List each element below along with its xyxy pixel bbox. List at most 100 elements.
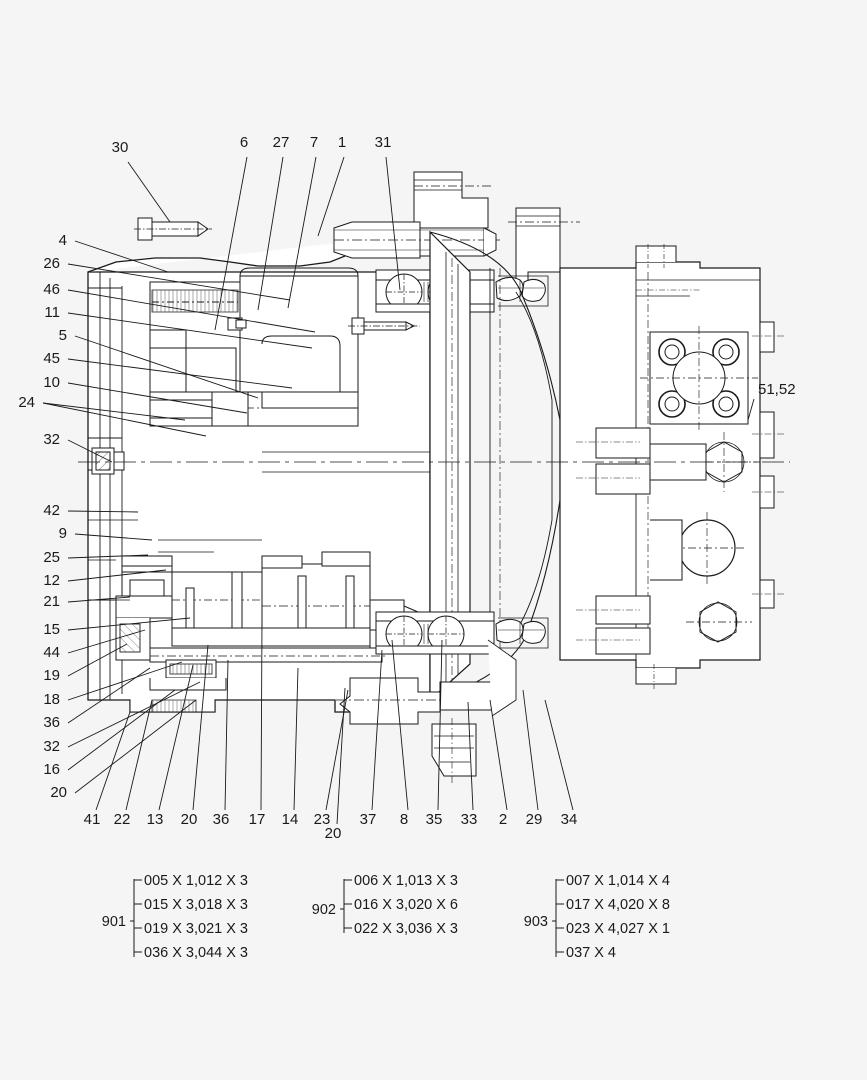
callout-label-46-left-2: 46 bbox=[43, 281, 60, 298]
legend-item-901-0: 005 X 1,012 X 3 bbox=[144, 873, 248, 889]
legend-item-903-3: 037 X 4 bbox=[566, 945, 616, 961]
callout-label-26-left-1: 26 bbox=[43, 255, 60, 272]
callout-leader-34-bottom-15 bbox=[544, 699, 574, 811]
callout-leader-13-bottom-2 bbox=[158, 664, 194, 811]
callout-leader-25-left-11 bbox=[67, 554, 149, 559]
callout-label-20-bottom-3: 20 bbox=[181, 811, 198, 828]
callout-label-9-left-10: 9 bbox=[59, 525, 67, 542]
callout-label-29-bottom-14: 29 bbox=[526, 811, 543, 828]
callout-label-4-left-0: 4 bbox=[59, 232, 67, 249]
legend-group-id-902: 902 bbox=[312, 902, 336, 918]
callout-label-10-left-6: 10 bbox=[43, 374, 60, 391]
hex-port-bottom bbox=[686, 601, 752, 643]
legend: 901 005 X 1,012 X 3 015 X 3,018 X 3 019 X 3… bbox=[102, 873, 670, 961]
callout-leader-32-left-8 bbox=[67, 439, 113, 463]
callout-leader-4-left-0 bbox=[74, 240, 169, 273]
callout-leader-36-bottom-4 bbox=[224, 659, 229, 811]
callout-leader-31-top-5 bbox=[385, 156, 401, 291]
callout-leader-right-0 bbox=[747, 398, 755, 421]
callout-leader-20-bottom-8 bbox=[336, 687, 346, 825]
assembly-cross-section bbox=[78, 171, 790, 784]
upper-bolt-2 bbox=[348, 317, 420, 335]
callout-leader-17-bottom-5 bbox=[260, 619, 263, 811]
callout-label-8-bottom-10: 8 bbox=[400, 811, 408, 828]
legend-item-903-1: 017 X 4,020 X 8 bbox=[566, 897, 670, 913]
bottom-output-shaft bbox=[336, 639, 517, 784]
callout-leader-30-top-0 bbox=[127, 161, 171, 223]
callout-label-30-top-0: 30 bbox=[112, 139, 129, 156]
callout-label-23-bottom-7: 23 bbox=[314, 811, 331, 828]
callout-label-21-left-13: 21 bbox=[43, 593, 60, 610]
callout-label-34-bottom-15: 34 bbox=[561, 811, 578, 828]
callout-label-19-left-16: 19 bbox=[43, 667, 60, 684]
callout-leader-36-left-18 bbox=[67, 667, 151, 724]
callout-leader-26-left-1 bbox=[67, 263, 291, 301]
lower-seal-lobes bbox=[495, 617, 549, 649]
callout-label-22-bottom-1: 22 bbox=[114, 811, 131, 828]
callout-leader-42-left-9 bbox=[67, 510, 139, 513]
callout-label-11-left-3: 11 bbox=[44, 304, 60, 321]
callout-label-25-left-11: 25 bbox=[43, 549, 60, 566]
callout-leader-9-left-10 bbox=[74, 533, 153, 541]
callout-leader-41-bottom-0 bbox=[95, 711, 131, 811]
callout-leader-2-bottom-13 bbox=[489, 699, 508, 811]
callout-label-5-left-4: 5 bbox=[59, 327, 67, 344]
callout-leader-20-bottom-3 bbox=[192, 644, 209, 811]
legend-group-id-903: 903 bbox=[524, 914, 548, 930]
callout-leader-1-top-4 bbox=[317, 156, 345, 237]
callout-label-20-bottom-8: 20 bbox=[325, 825, 342, 842]
right-edge-lugs bbox=[752, 321, 786, 609]
left-end-cap bbox=[91, 447, 125, 475]
four-bolt-port-face bbox=[640, 326, 758, 430]
legend-item-902-1: 016 X 3,020 X 6 bbox=[354, 897, 458, 913]
callout-label-32-left-19: 32 bbox=[43, 738, 60, 755]
callout-leader-21-left-13 bbox=[67, 596, 131, 603]
callout-leader-24-left-7 bbox=[42, 402, 186, 421]
callout-label-44-left-15: 44 bbox=[43, 644, 60, 661]
legend-item-902-0: 006 X 1,013 X 3 bbox=[354, 873, 458, 889]
callout-label-37-bottom-9: 37 bbox=[360, 811, 377, 828]
callout-label-6-top-1: 6 bbox=[240, 134, 248, 151]
valve-block-left-lugs bbox=[576, 427, 651, 655]
callout-leader-29-bottom-14 bbox=[522, 689, 539, 811]
legend-item-901-1: 015 X 3,018 X 3 bbox=[144, 897, 248, 913]
callout-leader-14-bottom-6 bbox=[293, 667, 299, 811]
callout-label-7-top-3: 7 bbox=[310, 134, 318, 151]
callout-leader-46-left-2 bbox=[67, 289, 316, 333]
callout-label-36-left-18: 36 bbox=[43, 714, 60, 731]
detail-strokes bbox=[88, 336, 430, 601]
callout-label-14-bottom-6: 14 bbox=[282, 811, 299, 828]
callout-leader-12-left-12 bbox=[67, 569, 167, 582]
callout-label-32-left-8: 32 bbox=[43, 431, 60, 448]
callout-leader-22-bottom-1 bbox=[125, 699, 153, 811]
callout-leader-6-top-1 bbox=[214, 156, 248, 331]
callout-label-45-left-5: 45 bbox=[43, 350, 60, 367]
callout-leader-37-bottom-9 bbox=[371, 649, 383, 811]
callout-label-24-left-7: 24 bbox=[18, 394, 35, 411]
callout-label-13-bottom-2: 13 bbox=[147, 811, 164, 828]
callout-leader-24-left-7-b bbox=[42, 402, 207, 437]
callout-leader-23-bottom-7 bbox=[325, 689, 349, 811]
callout-leader-8-bottom-10 bbox=[391, 639, 409, 811]
callout-label-31-top-5: 31 bbox=[375, 134, 392, 151]
legend-item-901-2: 019 X 3,021 X 3 bbox=[144, 921, 248, 937]
legend-item-901-3: 036 X 3,044 X 3 bbox=[144, 945, 248, 961]
callout-leader-16-left-20 bbox=[67, 689, 176, 771]
callout-label-51-52-right-0: 51,52 bbox=[758, 381, 796, 398]
callout-label-36-bottom-4: 36 bbox=[213, 811, 230, 828]
callout-label-16-left-20: 16 bbox=[43, 761, 60, 778]
callout-label-12-left-12: 12 bbox=[43, 572, 60, 589]
callout-leader-27-top-2 bbox=[257, 156, 284, 311]
callout-label-41-bottom-0: 41 bbox=[84, 811, 101, 828]
callout-leader-10-left-6 bbox=[67, 382, 248, 414]
callout-label-42-left-9: 42 bbox=[43, 502, 60, 519]
callout-leader-33-bottom-12 bbox=[467, 701, 474, 811]
callout-leader-7-top-3 bbox=[287, 156, 317, 309]
legend-group-id-901: 901 bbox=[102, 914, 126, 930]
legend-item-902-2: 022 X 3,036 X 3 bbox=[354, 921, 458, 937]
callout-label-1-top-4: 1 bbox=[338, 134, 346, 151]
callout-leader-15-left-14 bbox=[67, 617, 191, 631]
right-valve-block bbox=[559, 244, 786, 690]
